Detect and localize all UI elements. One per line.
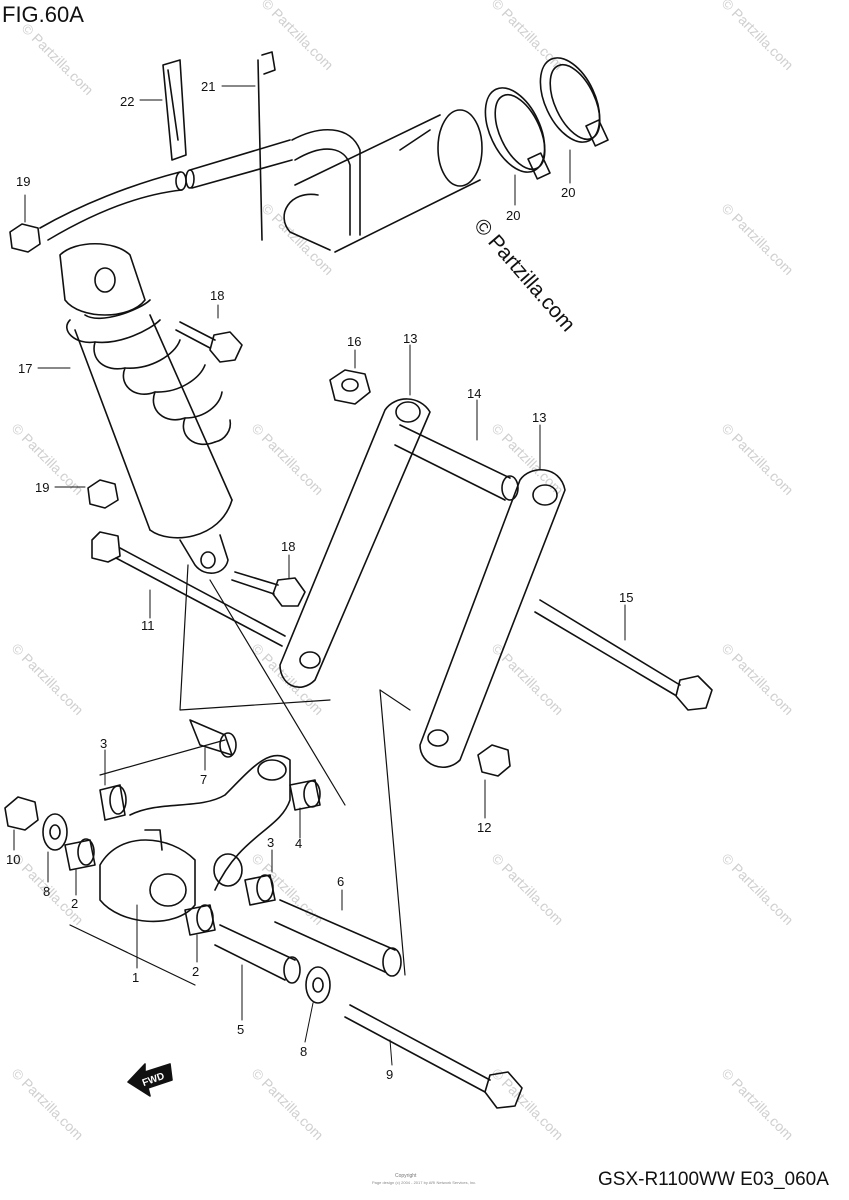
callout-13-right: 13 [532, 410, 546, 425]
callout-14: 14 [467, 386, 481, 401]
callout-4: 4 [295, 836, 302, 851]
bearing-3-upper [99, 784, 127, 821]
bolt-9 [344, 1004, 523, 1109]
callout-18-lower: 18 [281, 539, 295, 554]
shock-absorber [59, 242, 233, 574]
callout-18-upper: 18 [210, 288, 224, 303]
washer-8-upper [42, 813, 68, 851]
callout-11: 11 [141, 618, 155, 633]
sleeve-5 [214, 924, 301, 984]
figure-title: FIG.60A [2, 2, 84, 27]
nut-19-upper [9, 223, 41, 253]
callout-13-left: 13 [403, 331, 417, 346]
callout-2-upper: 2 [71, 896, 78, 911]
bolt-18-lower [231, 571, 306, 607]
bearing-2-upper [64, 838, 96, 871]
hose-clamps [484, 57, 609, 180]
callout-19-upper: 19 [16, 174, 30, 189]
callout-15: 15 [619, 590, 633, 605]
callout-3-lower: 3 [267, 835, 274, 850]
callout-6: 6 [337, 874, 344, 889]
callout-leaders [13, 85, 626, 1066]
callout-1: 1 [132, 970, 139, 985]
nut-10 [4, 796, 39, 831]
clip-rod [257, 51, 276, 241]
callout-12: 12 [477, 820, 491, 835]
washer-8-lower [305, 966, 331, 1004]
bolt-11 [91, 531, 286, 647]
copyright-line-2: Page design (c) 2004 - 2017 by ARI Netwo… [372, 1180, 477, 1185]
nut-16 [329, 369, 371, 405]
figure-code: GSX-R1100WW E03_060A [598, 1169, 829, 1190]
bolt-15 [534, 599, 713, 711]
callout-8-lower: 8 [300, 1044, 307, 1059]
callout-19-lower: 19 [35, 480, 49, 495]
nut-12 [477, 744, 511, 777]
cushion-lever [99, 754, 291, 923]
callout-20-right: 20 [561, 185, 575, 200]
callout-3-upper: 3 [100, 736, 107, 751]
callout-9: 9 [386, 1067, 393, 1082]
callout-8-upper: 8 [43, 884, 50, 899]
assembly-guide-lines [69, 564, 411, 986]
callout-17: 17 [18, 361, 32, 376]
reservoir-canister [283, 109, 483, 253]
sleeve-6 [274, 899, 402, 977]
callout-5: 5 [237, 1022, 244, 1037]
copyright-line-1: Copyright [395, 1173, 417, 1179]
cushion-rod-left [279, 398, 431, 688]
forward-arrow-icon [127, 1063, 173, 1097]
bearing-2-lower [184, 904, 216, 936]
nut-19-lower [87, 479, 119, 509]
callout-22: 22 [120, 94, 134, 109]
cushion-rod-right [419, 468, 566, 769]
bushing-7 [189, 719, 237, 758]
callout-20-left: 20 [506, 208, 520, 223]
callout-16: 16 [347, 334, 361, 349]
callout-2-lower: 2 [192, 964, 199, 979]
callout-21: 21 [201, 79, 215, 94]
hose-bracket [162, 59, 187, 161]
bolt-18-upper [175, 321, 243, 363]
reservoir-hose [39, 129, 361, 241]
callout-7: 7 [200, 772, 207, 787]
bearing-4 [289, 779, 321, 811]
callout-10: 10 [6, 852, 20, 867]
bearing-3-lower [244, 874, 276, 906]
spacer-14 [394, 424, 519, 501]
